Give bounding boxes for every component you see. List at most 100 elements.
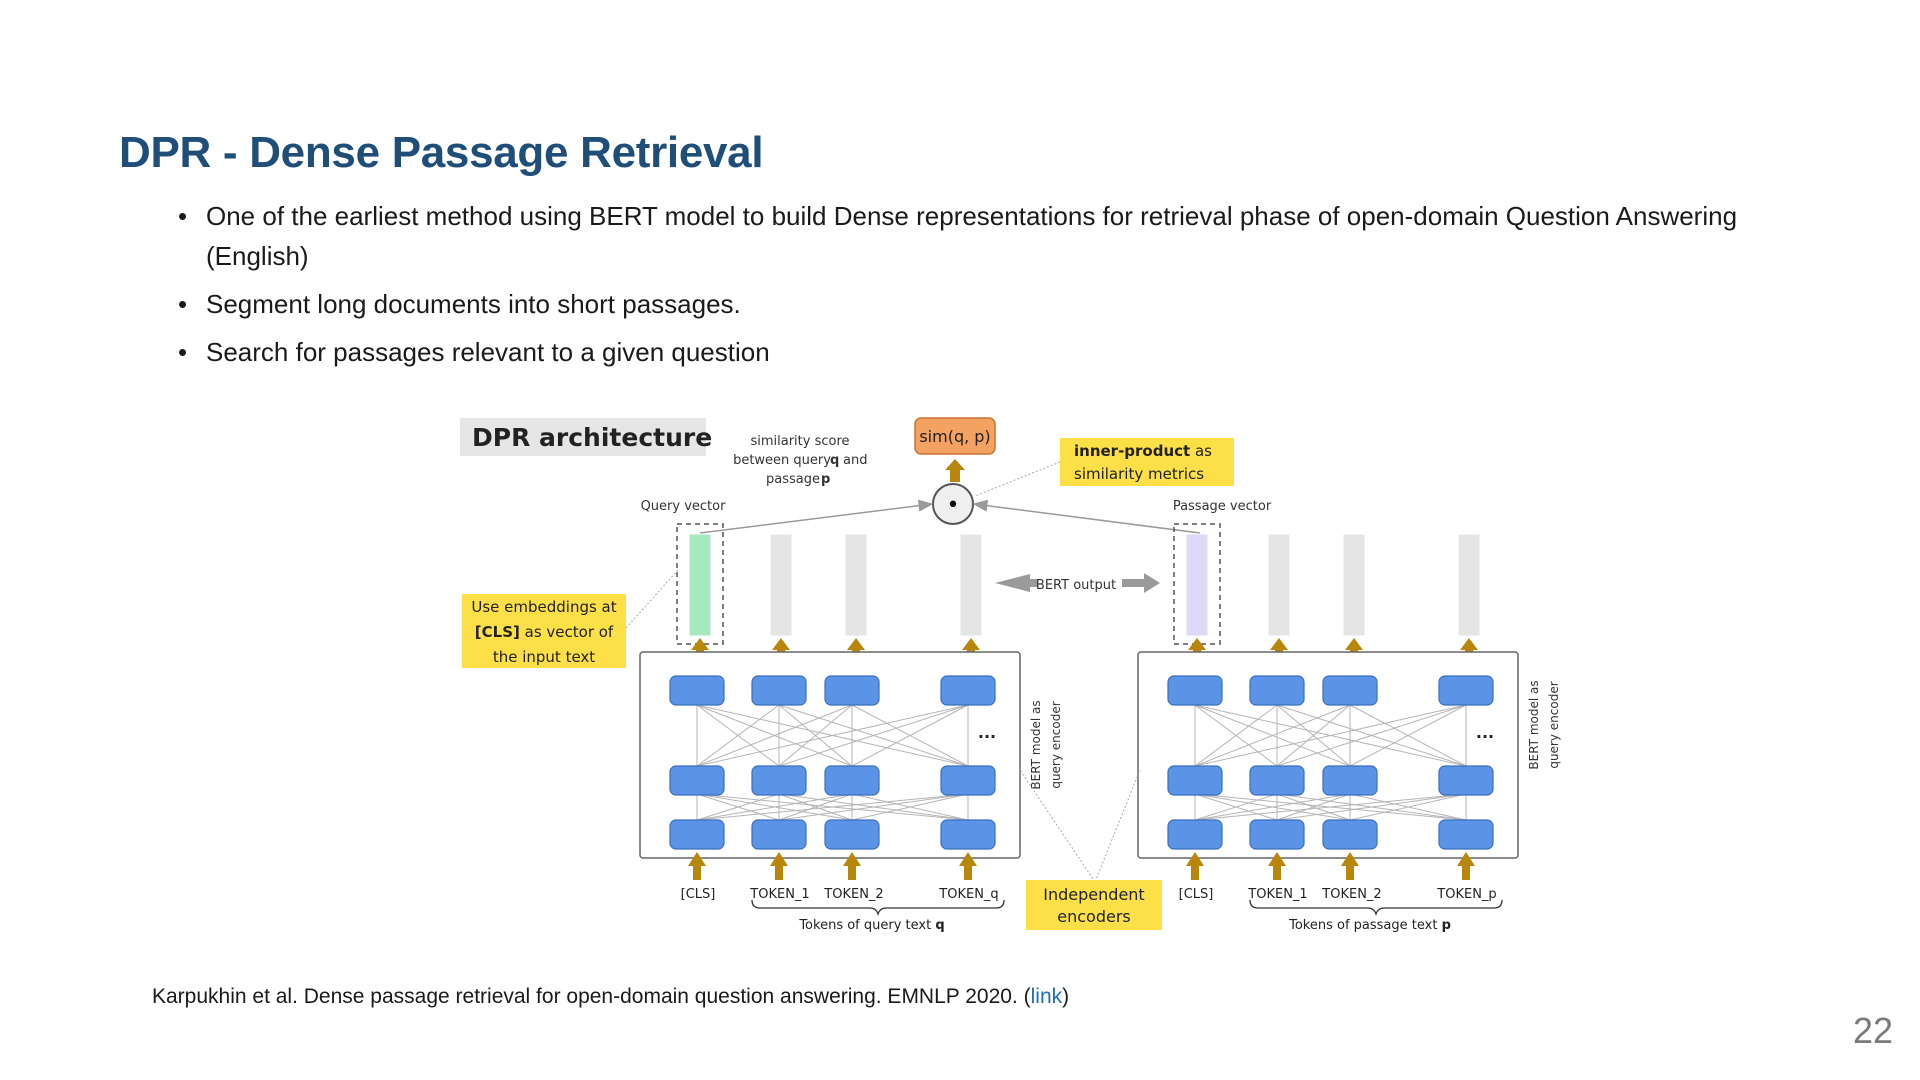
query-tokens-caption-var: q [935, 918, 944, 933]
query-vector-label: Query vector [641, 499, 727, 514]
query-encoder: ... [639, 638, 1021, 880]
independent-leader-left [1019, 769, 1096, 883]
query-token-vector [959, 533, 983, 637]
passage-tokens-caption: Tokens of passage text p [1288, 918, 1451, 933]
query-input-arrows [688, 852, 977, 880]
passage-to-dot-line [972, 499, 1201, 534]
bullet-item: • Search for passages relevant to a give… [178, 332, 1838, 372]
passage-token-label: TOKEN_1 [1247, 887, 1307, 902]
passage-token-vector [1457, 533, 1481, 637]
bullet-marker: • [178, 289, 188, 319]
passage-side-label-line2: query encoder [1547, 681, 1561, 768]
passage-token-vector [1267, 533, 1291, 637]
passage-token-vector [1342, 533, 1366, 637]
passage-vector-label: Passage vector [1173, 499, 1272, 514]
sim-arrow-shaft [950, 468, 960, 482]
query-node [940, 675, 996, 706]
query-node [669, 819, 725, 850]
inner-product-rest: as [1190, 442, 1212, 460]
bullet-marker: • [178, 201, 188, 231]
similarity-caption-line1: similarity score [750, 434, 849, 449]
passage-node [1249, 675, 1305, 706]
passage-input-arrows [1186, 852, 1475, 880]
passage-token-label: TOKEN_p [1436, 887, 1496, 902]
sim-score-label: sim(q, p) [919, 427, 990, 446]
query-node [751, 765, 807, 796]
query-token-label: TOKEN_q [938, 887, 998, 902]
passage-nodes [1167, 675, 1494, 850]
cls-note [462, 594, 626, 668]
passage-cls-vector [1185, 533, 1209, 637]
query-node [824, 675, 880, 706]
bert-output-left-arrow [995, 574, 1030, 592]
page-number: 22 [1852, 1010, 1893, 1051]
bullet-text: One of the earliest method using BERT mo… [206, 201, 1738, 271]
diagram-title-box [460, 418, 706, 456]
query-cls-vector [688, 533, 712, 637]
passage-node [1249, 819, 1305, 850]
passage-ellipsis: ... [1476, 723, 1494, 742]
query-node [940, 819, 996, 850]
query-side-label-line1: BERT model as [1029, 700, 1043, 789]
sim-arrow-head [945, 459, 965, 470]
query-output-vectors [676, 523, 983, 645]
cls-note-line2: [CLS] as vector of [475, 623, 614, 641]
inner-product-note [1060, 438, 1234, 486]
bullet-text: Search for passages relevant to a given … [206, 337, 770, 367]
query-tokens-caption-text: Tokens of query text [798, 918, 931, 933]
inner-product-line2: similarity metrics [1074, 465, 1204, 483]
bert-output-right-shaft [1122, 579, 1148, 587]
citation-link[interactable]: link [1030, 985, 1063, 1008]
passage-node [1438, 765, 1494, 796]
passage-tokens-brace [1249, 899, 1503, 917]
query-node [669, 675, 725, 706]
citation-close: ) [1062, 985, 1070, 1008]
inner-product-bold: inner-product [1074, 442, 1190, 460]
query-to-dot-line [699, 499, 934, 534]
passage-encoder: ... [1137, 638, 1519, 880]
independent-line2: encoders [1057, 907, 1130, 926]
cls-note-leader [625, 569, 679, 629]
bullet-list: • One of the earliest method using BERT … [178, 196, 1838, 380]
passage-node [1167, 765, 1223, 796]
inner-product-line1: inner-product as [1074, 442, 1212, 460]
bullet-item: • One of the earliest method using BERT … [178, 196, 1838, 276]
query-node [824, 765, 880, 796]
cls-note-line3: the input text [493, 648, 595, 666]
bert-output-label: BERT output [1036, 578, 1116, 593]
query-node [751, 819, 807, 850]
bullet-marker: • [178, 337, 188, 367]
bert-output-left-shaft [1030, 579, 1038, 587]
sim-score-box [914, 417, 996, 455]
citation-text: Karpukhin et al. Dense passage retrieval… [152, 985, 1031, 1008]
bullet-item: • Segment long documents into short pass… [178, 284, 1838, 324]
citation: Karpukhin et al. Dense passage retrieval… [152, 985, 1069, 1009]
query-tokens-brace [751, 899, 1005, 917]
passage-node [1322, 675, 1378, 706]
passage-node [1167, 675, 1223, 706]
similarity-caption-var-q: q [830, 453, 839, 468]
similarity-caption-passage: passage [766, 472, 820, 487]
passage-output-vectors [1173, 523, 1481, 645]
query-token-vector [844, 533, 868, 637]
independent-encoders-note [1026, 880, 1162, 930]
passage-node [1438, 819, 1494, 850]
query-node [751, 675, 807, 706]
cls-note-rest: as vector of [520, 623, 614, 641]
similarity-caption-var-p: p [821, 472, 830, 487]
query-connections [696, 704, 969, 821]
passage-tokens-caption-text: Tokens of passage text [1288, 918, 1437, 933]
passage-token-labels: [CLS] TOKEN_1 TOKEN_2 TOKEN_p [1179, 887, 1497, 902]
similarity-caption-and: and [843, 453, 867, 468]
cls-note-line1: Use embeddings at [471, 598, 616, 616]
inner-product-leader [974, 461, 1061, 497]
diagram-title: DPR architecture [472, 423, 712, 452]
bert-output-right-arrow [1144, 573, 1160, 593]
passage-token-label: [CLS] [1179, 887, 1214, 902]
passage-node [1322, 819, 1378, 850]
passage-side-label-line1: BERT model as [1527, 680, 1541, 769]
query-nodes [669, 675, 996, 850]
query-token-label: TOKEN_2 [823, 887, 883, 902]
query-token-label: TOKEN_1 [749, 887, 809, 902]
